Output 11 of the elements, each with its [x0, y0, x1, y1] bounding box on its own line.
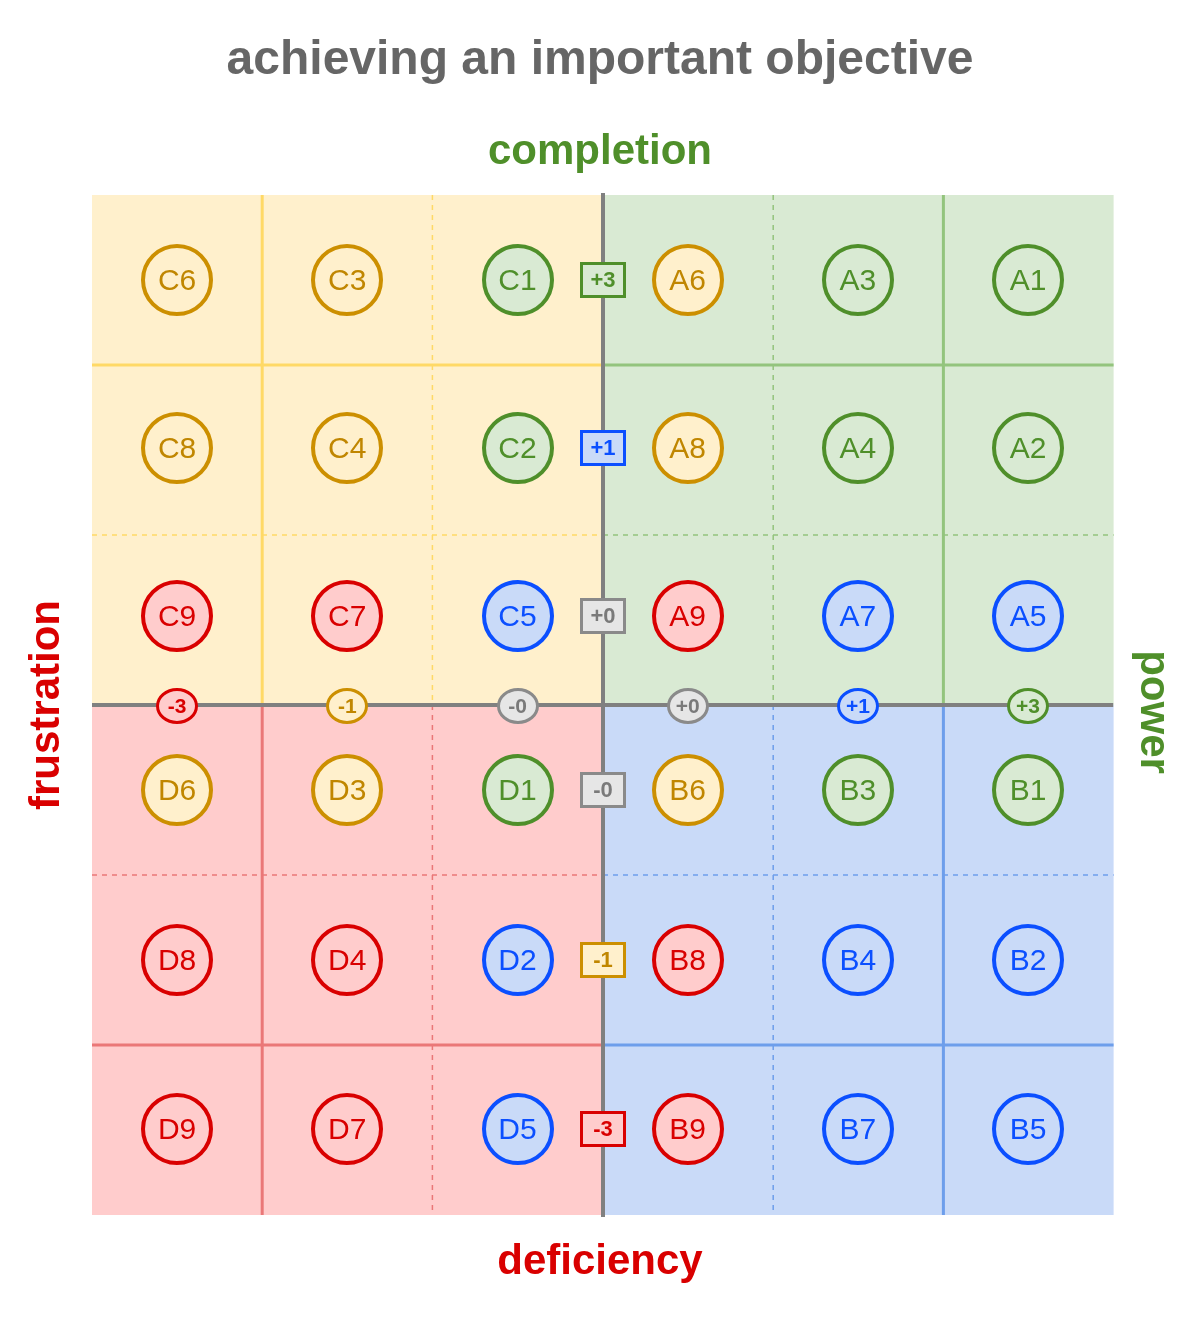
score-badge: -3	[580, 1111, 626, 1147]
axis-title: power	[1131, 650, 1179, 774]
axis-title: completion	[488, 126, 712, 174]
score-badge: +3	[580, 262, 626, 298]
diagram-title: achieving an important objective	[225, 30, 975, 85]
axis-title: frustration	[21, 600, 69, 810]
score-badge: -0	[580, 772, 626, 808]
score-badge: +1	[580, 430, 626, 466]
score-badge: -1	[580, 942, 626, 978]
axis-title: deficiency	[497, 1236, 703, 1284]
score-badge: +0	[580, 598, 626, 634]
